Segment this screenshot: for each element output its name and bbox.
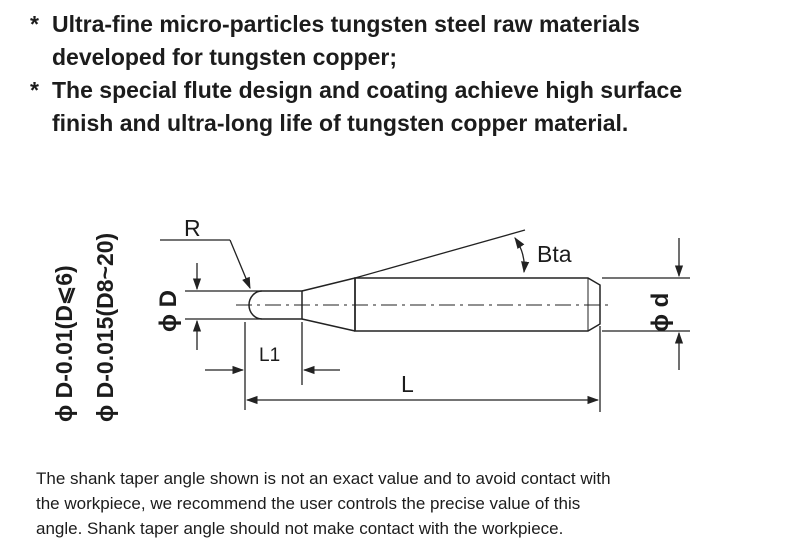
note-line: angle. Shank taper angle should not make… — [36, 519, 564, 538]
radius-label: R — [184, 215, 201, 241]
feature-text: Ultra-fine micro-particles tungsten stee… — [52, 8, 770, 74]
taper-angle-indicator — [354, 229, 530, 279]
feature-line: finish and ultra-long life of tungsten c… — [52, 110, 629, 136]
taper-note: The shank taper angle shown is not an ex… — [36, 466, 776, 541]
tolerance-large-label: ϕ D-0.015(D8~20) — [92, 233, 118, 422]
L1-label: L1 — [259, 345, 280, 366]
note-line: the workpiece, we recommend the user con… — [36, 494, 581, 513]
feature-item: * Ultra-fine micro-particles tungsten st… — [30, 8, 770, 74]
bullet-star: * — [30, 11, 39, 37]
feature-item: * The special flute design and coating a… — [30, 74, 770, 140]
feature-line: The special flute design and coating ach… — [52, 77, 683, 103]
taper-angle-label: Bta — [537, 241, 572, 267]
neck-taper — [301, 277, 356, 332]
phi-D-dimension — [185, 263, 262, 350]
phi-d-label: ϕ d — [647, 293, 674, 332]
feature-line: Ultra-fine micro-particles tungsten stee… — [52, 11, 640, 37]
feature-text: The special flute design and coating ach… — [52, 74, 770, 140]
L1-dimension — [205, 322, 340, 410]
L-label: L — [401, 371, 414, 397]
L-dimension — [245, 326, 601, 412]
note-line: The shank taper angle shown is not an ex… — [36, 469, 611, 488]
phi-d-dimension — [602, 238, 690, 370]
radius-leader — [160, 239, 251, 290]
phi-D-label: ϕ D — [155, 290, 182, 332]
feature-line: developed for tungsten copper; — [52, 44, 398, 70]
feature-list: * Ultra-fine micro-particles tungsten st… — [30, 8, 770, 140]
bullet-star: * — [30, 77, 39, 103]
tolerance-small-label: ϕ D-0.01(D⩽6) — [51, 265, 77, 422]
